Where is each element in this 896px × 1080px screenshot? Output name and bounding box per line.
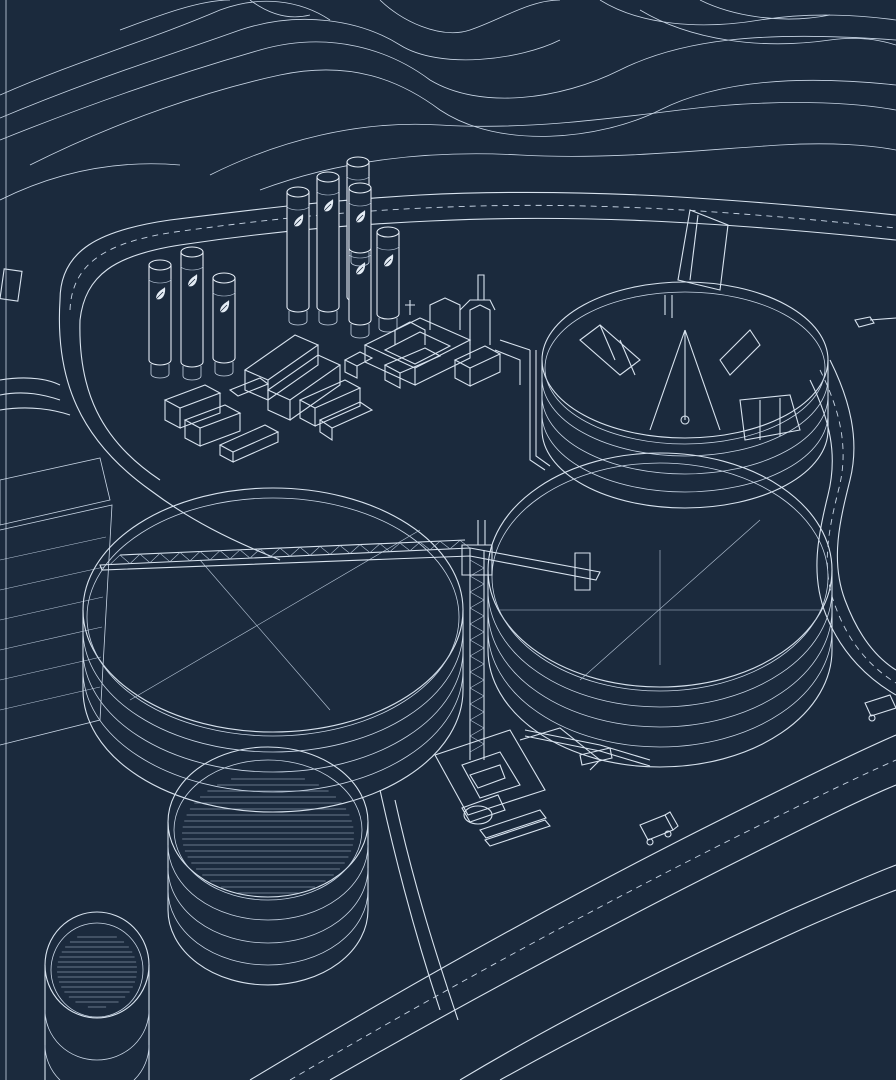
leaf-icon [323,199,334,212]
leaf-icon [219,300,230,313]
silo [180,246,204,381]
tank-small-bottom [44,911,150,1080]
truss-crane [99,520,601,760]
crane-base-pad [434,727,613,847]
leaf-icon [355,262,366,275]
leaf-icon [155,287,166,300]
silo [376,226,400,333]
leaf-icon [187,274,198,287]
terrain-contours [0,0,896,201]
leaf-icon [293,214,304,227]
tank-large-left [82,487,464,813]
equipment-containers [163,334,374,463]
silo [316,171,340,326]
tank-small-middle [167,746,369,986]
field-plots [0,268,113,746]
leaf-icon [383,254,394,267]
connecting-pipes [524,350,651,767]
leaf-icon [355,210,366,223]
silo-farm [148,156,400,381]
silo [348,182,372,267]
silo [286,186,310,326]
tank-large-right [487,452,833,768]
vehicles [639,316,896,846]
processing-machinery [343,274,531,389]
tank-upper-right [541,209,829,509]
access-roads [0,191,896,1080]
silo [148,259,172,379]
silo [212,272,236,377]
